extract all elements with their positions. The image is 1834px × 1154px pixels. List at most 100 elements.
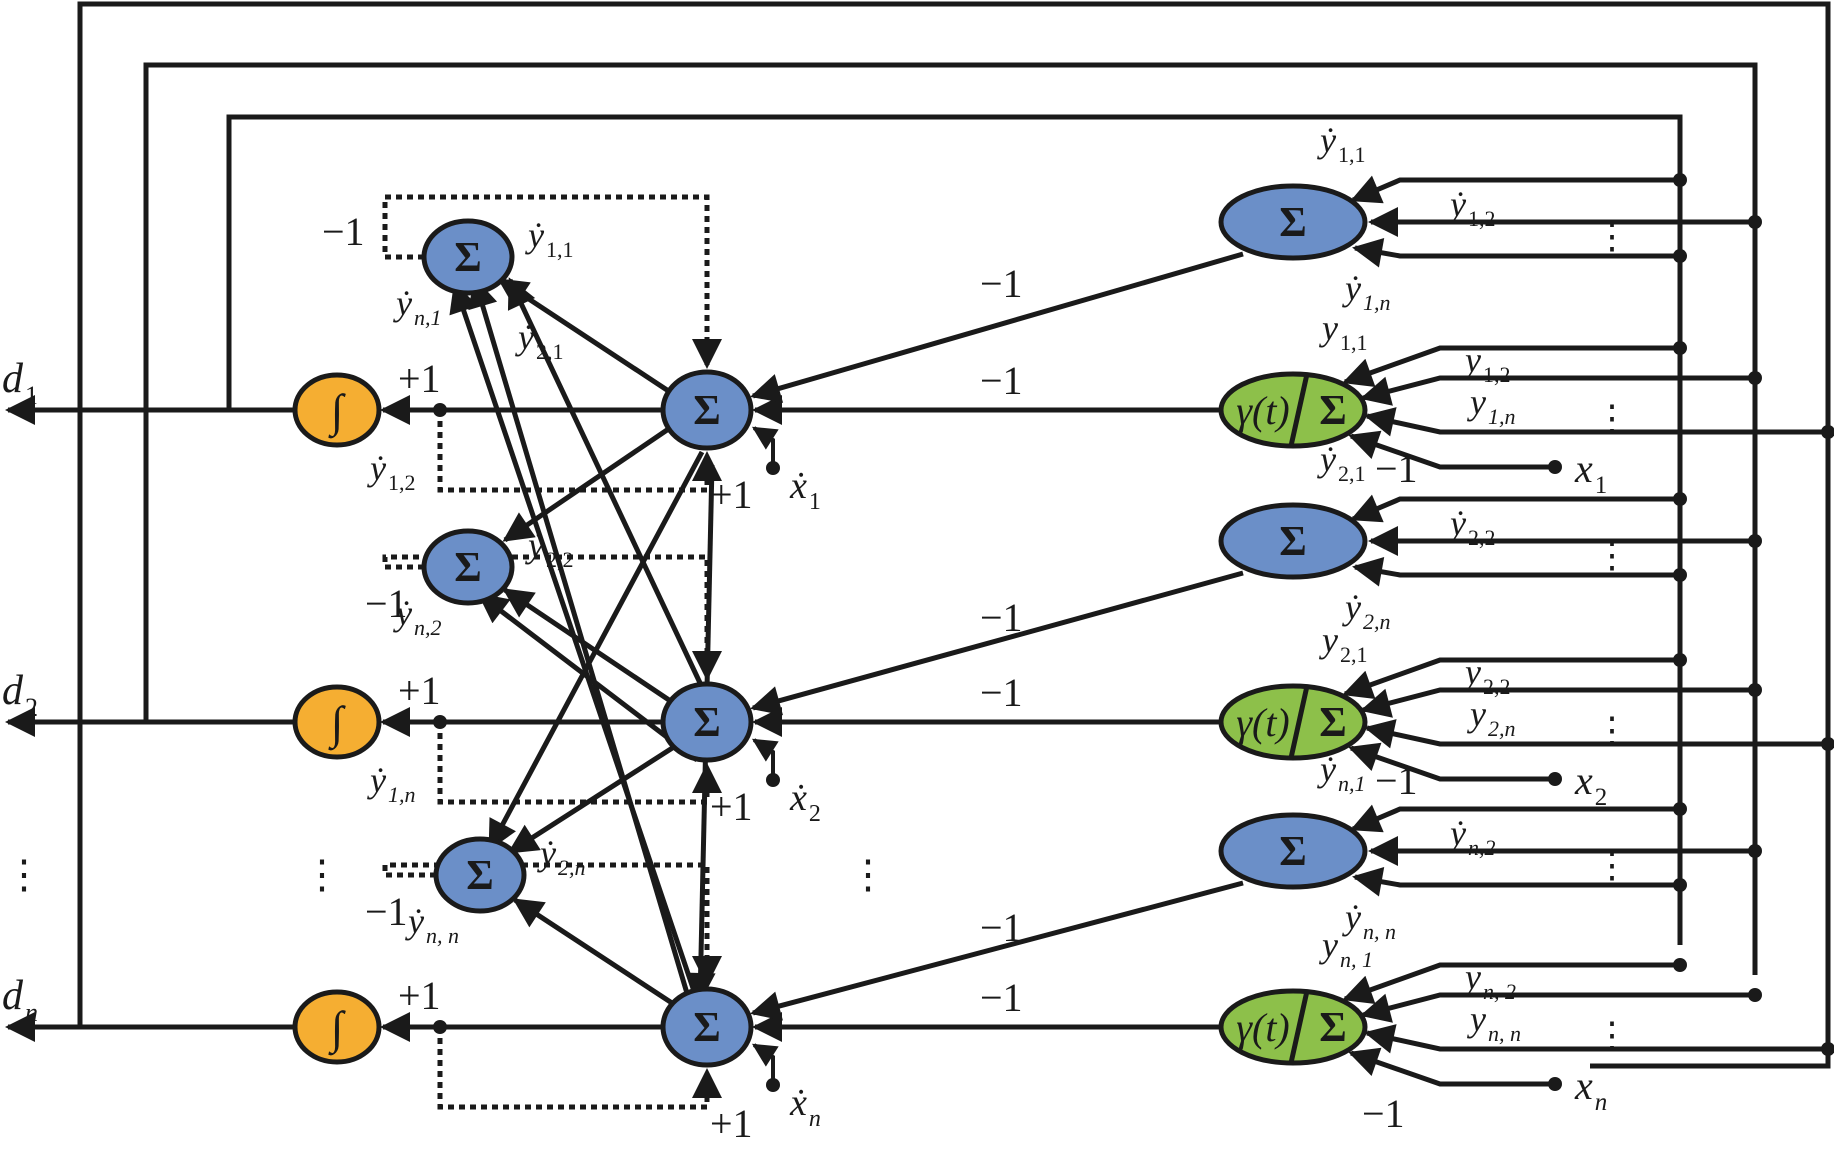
small-sum-in-label-sub: n, n [426,923,459,948]
frame-line-inner [226,114,1683,945]
rg-in-top-1 [1342,345,1680,388]
sigma-icon: Σ [466,853,493,899]
x-input-dot [1548,1077,1562,1091]
rg-in-top-label-base: y [1319,620,1338,660]
junction-dot [1673,878,1687,892]
x-input-label-2-sub: 2 [1595,784,1608,811]
rs-in-bot-label: ẏ2,n [1342,587,1390,634]
gamma-t-label: γ(t) [1236,388,1290,433]
rg-in-mid-1 [1360,375,1755,406]
integrator-node-n: ∫ [292,989,382,1065]
vdots-icon: ⋮ [4,852,44,897]
frame-line-middle [143,62,1758,975]
x-input-label-2: x2 [1574,758,1607,811]
x-in-2 [1348,742,1555,782]
rg-in-bot-2 [1364,719,1828,749]
rg-in-bot-label-base: y [1467,999,1486,1039]
x-input-label-2-base: x [1574,758,1593,803]
vdots-icon: ⋮ [1594,398,1630,438]
rg-in-mid-label-sub: n, 2 [1483,979,1516,1004]
rs-in-bot-label-sub: 1,n [1363,290,1391,315]
rg-in-mid-label: y2,2 [1462,652,1510,699]
rs-in-mid-label-sub: 1,2 [1468,206,1496,231]
self-loop-1 [382,194,722,369]
divider-slash [1288,373,1310,447]
rs-in-mid-label: ẏ2,2 [1447,503,1495,550]
small-sum-in-label-base: ẏ [405,901,425,941]
integrator-gain-label: +1 [398,356,441,401]
vdots-icon: ⋮ [848,852,888,897]
rs-in-top-label-base: ẏ [1317,120,1337,160]
small-sum-in-label-b-sub: 2,1 [536,339,564,364]
self-gain-label: −1 [365,889,408,934]
input-dot [766,461,780,475]
cross-connection [512,897,677,1008]
output-label-d1-sub: 1 [25,381,38,410]
rs-in-mid-label: ẏ1,2 [1447,184,1495,231]
integral-icon: ∫ [328,385,346,439]
vdots-icon: ⋮ [1594,1015,1630,1055]
x-input-label-1: x1 [1574,446,1607,499]
input-stub-n [751,1043,779,1085]
right-sum-node-1: Σ [1218,183,1368,261]
rs-in-top-label: ẏ1,1 [1317,120,1365,167]
rg-in-bot-label-base: y [1467,382,1486,422]
small-sum-in-label-b-base: ẏ [515,317,535,357]
junction-dot [1673,173,1687,187]
rs-in-top-label: ẏn,1 [1317,749,1365,796]
feedback-gain-label: +1 [710,472,753,517]
cross-connection [502,427,669,543]
feedback-sum-node-2-shape [421,528,515,606]
main-sum-node-2: Σ [660,681,754,763]
cross-connection [507,277,704,687]
integrator-node-2: ∫ [292,684,382,760]
rg-in-top-label-base: y [1319,925,1338,965]
feedback-sum-node-n: Σ [433,836,527,914]
rs-in-mid-label-sub: n,2 [1468,835,1496,860]
input-label-2-sub: 2 [809,801,821,827]
rg-in-top-label: y2,1 [1319,620,1367,667]
right-sum-node-n: Σ [1218,812,1368,890]
gamma-t-label: γ(t) [1236,700,1290,745]
right-gain-gain-label: −1 [980,975,1023,1020]
vdots-icon: ⋮ [302,852,342,897]
right-sum-node-2-shape [1218,502,1368,580]
junction-dot [1821,737,1834,751]
feedback-loop-1 [437,410,722,493]
input-label-n: ẋn [789,1082,821,1132]
right-sum-node-2: Σ [1218,502,1368,580]
small-sum-out-label: ẏ2,2 [525,525,573,572]
gain-node-2: γ(t)Σ [1218,683,1368,761]
feedback-sum-node-n-shape [433,836,527,914]
junction-dot [1748,534,1762,548]
self-gain-label: −1 [365,581,408,626]
small-sum-out-label-sub: 2,n [558,855,586,880]
output-label-d1-base: d [2,356,24,402]
rs-in-top-2 [1350,494,1680,523]
rs-in-top-label-sub: 1,1 [1338,142,1366,167]
feedback-label-base: ẏ [367,760,387,800]
cross-connection [449,282,700,1001]
rs-in-top-label-base: ẏ [1317,439,1337,479]
rg-in-bot-label-sub: 2,n [1488,716,1516,741]
rs-in-mid-label-base: ẏ [1447,184,1467,224]
small-sum-out-label: ẏ2,n [537,833,585,880]
gain-node-1: γ(t)Σ [1218,371,1368,449]
rg-in-top-label: yn, 1 [1319,925,1373,972]
x-input-gain-label: −1 [1375,446,1418,491]
junction-dot [1748,683,1762,697]
rs-in-mid-label-base: ẏ [1447,813,1467,853]
main-sum-node-n-shape [660,986,754,1068]
small-sum-in-label-base: ẏ [393,593,413,633]
x-input-label-1-sub: 1 [1595,472,1608,499]
rg-in-mid-label-base: y [1462,652,1481,692]
input-stub-1 [751,426,779,468]
rg-in-bot-1 [1364,407,1828,437]
input-dot [766,1078,780,1092]
rs-in-top-1 [1350,175,1680,204]
small-sum-in-label: ẏn, n [405,901,459,948]
output-label-dn-base: d [2,973,24,1019]
